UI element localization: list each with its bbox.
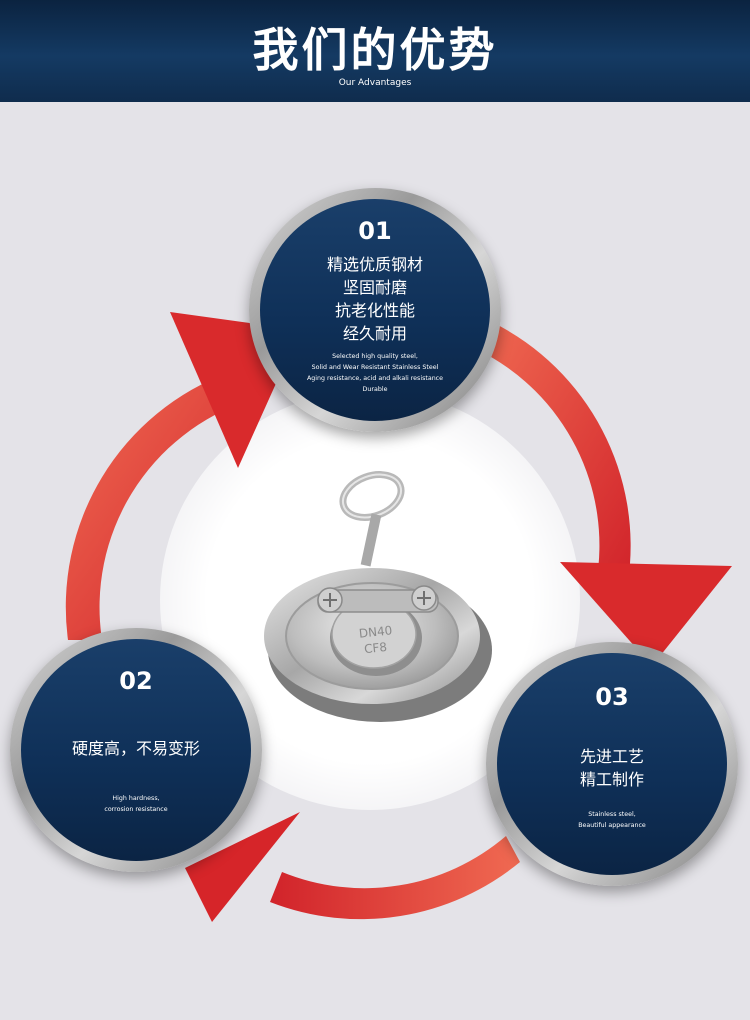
page-header: 我们的优势 Our Advantages [0, 0, 750, 102]
advantage-desc-line: Beautiful appearance [578, 822, 646, 829]
advantage-card-01-body: 01 精选优质钢材 坚固耐磨 抗老化性能 经久耐用 Selected high … [260, 199, 490, 421]
advantage-desc-line: Solid and Wear Resistant Stainless Steel [311, 364, 439, 371]
advantage-card-01: 01 精选优质钢材 坚固耐磨 抗老化性能 经久耐用 Selected high … [249, 188, 501, 432]
advantage-number: 02 [119, 667, 153, 695]
advantage-desc-line: Stainless steel, [588, 811, 636, 818]
advantage-card-03: 03 先进工艺 精工制作 Stainless steel, Beautiful … [486, 642, 738, 886]
advantage-desc-line: High hardness, [112, 795, 160, 802]
page-title: 我们的优势 [252, 23, 498, 77]
advantage-number: 01 [358, 217, 392, 245]
valve-marking-dn: DN40 [358, 623, 393, 640]
advantage-title-line: 精选优质钢材 [326, 255, 423, 274]
arrow-to-02 [185, 812, 520, 922]
advantage-desc-line: Aging resistance, acid and alkali resist… [306, 375, 444, 382]
arrow-to-03 [478, 322, 732, 666]
check-valve-image: DN40 CF8 [264, 471, 492, 722]
advantage-title-line: 经久耐用 [342, 324, 407, 343]
advantage-title-line: 硬度高，不易变形 [71, 739, 200, 758]
advantage-desc-line: Selected high quality steel, [332, 353, 418, 360]
advantage-title-line: 精工制作 [579, 770, 644, 789]
advantage-number: 03 [595, 683, 629, 711]
advantage-card-02: 02 硬度高，不易变形 High hardness, corrosion res… [10, 628, 262, 872]
page-subtitle: Our Advantages [338, 78, 412, 88]
advantage-card-03-body: 03 先进工艺 精工制作 Stainless steel, Beautiful … [497, 653, 727, 875]
advantage-card-02-body: 02 硬度高，不易变形 High hardness, corrosion res… [21, 639, 251, 861]
valve-marking-material: CF8 [363, 640, 387, 656]
advantage-title-line: 抗老化性能 [334, 301, 415, 320]
advantage-desc-line: Durable [362, 386, 388, 393]
advantage-title-line: 坚固耐磨 [342, 278, 407, 297]
advantage-desc-line: corrosion resistance [104, 806, 168, 813]
advantage-title-line: 先进工艺 [579, 747, 644, 766]
